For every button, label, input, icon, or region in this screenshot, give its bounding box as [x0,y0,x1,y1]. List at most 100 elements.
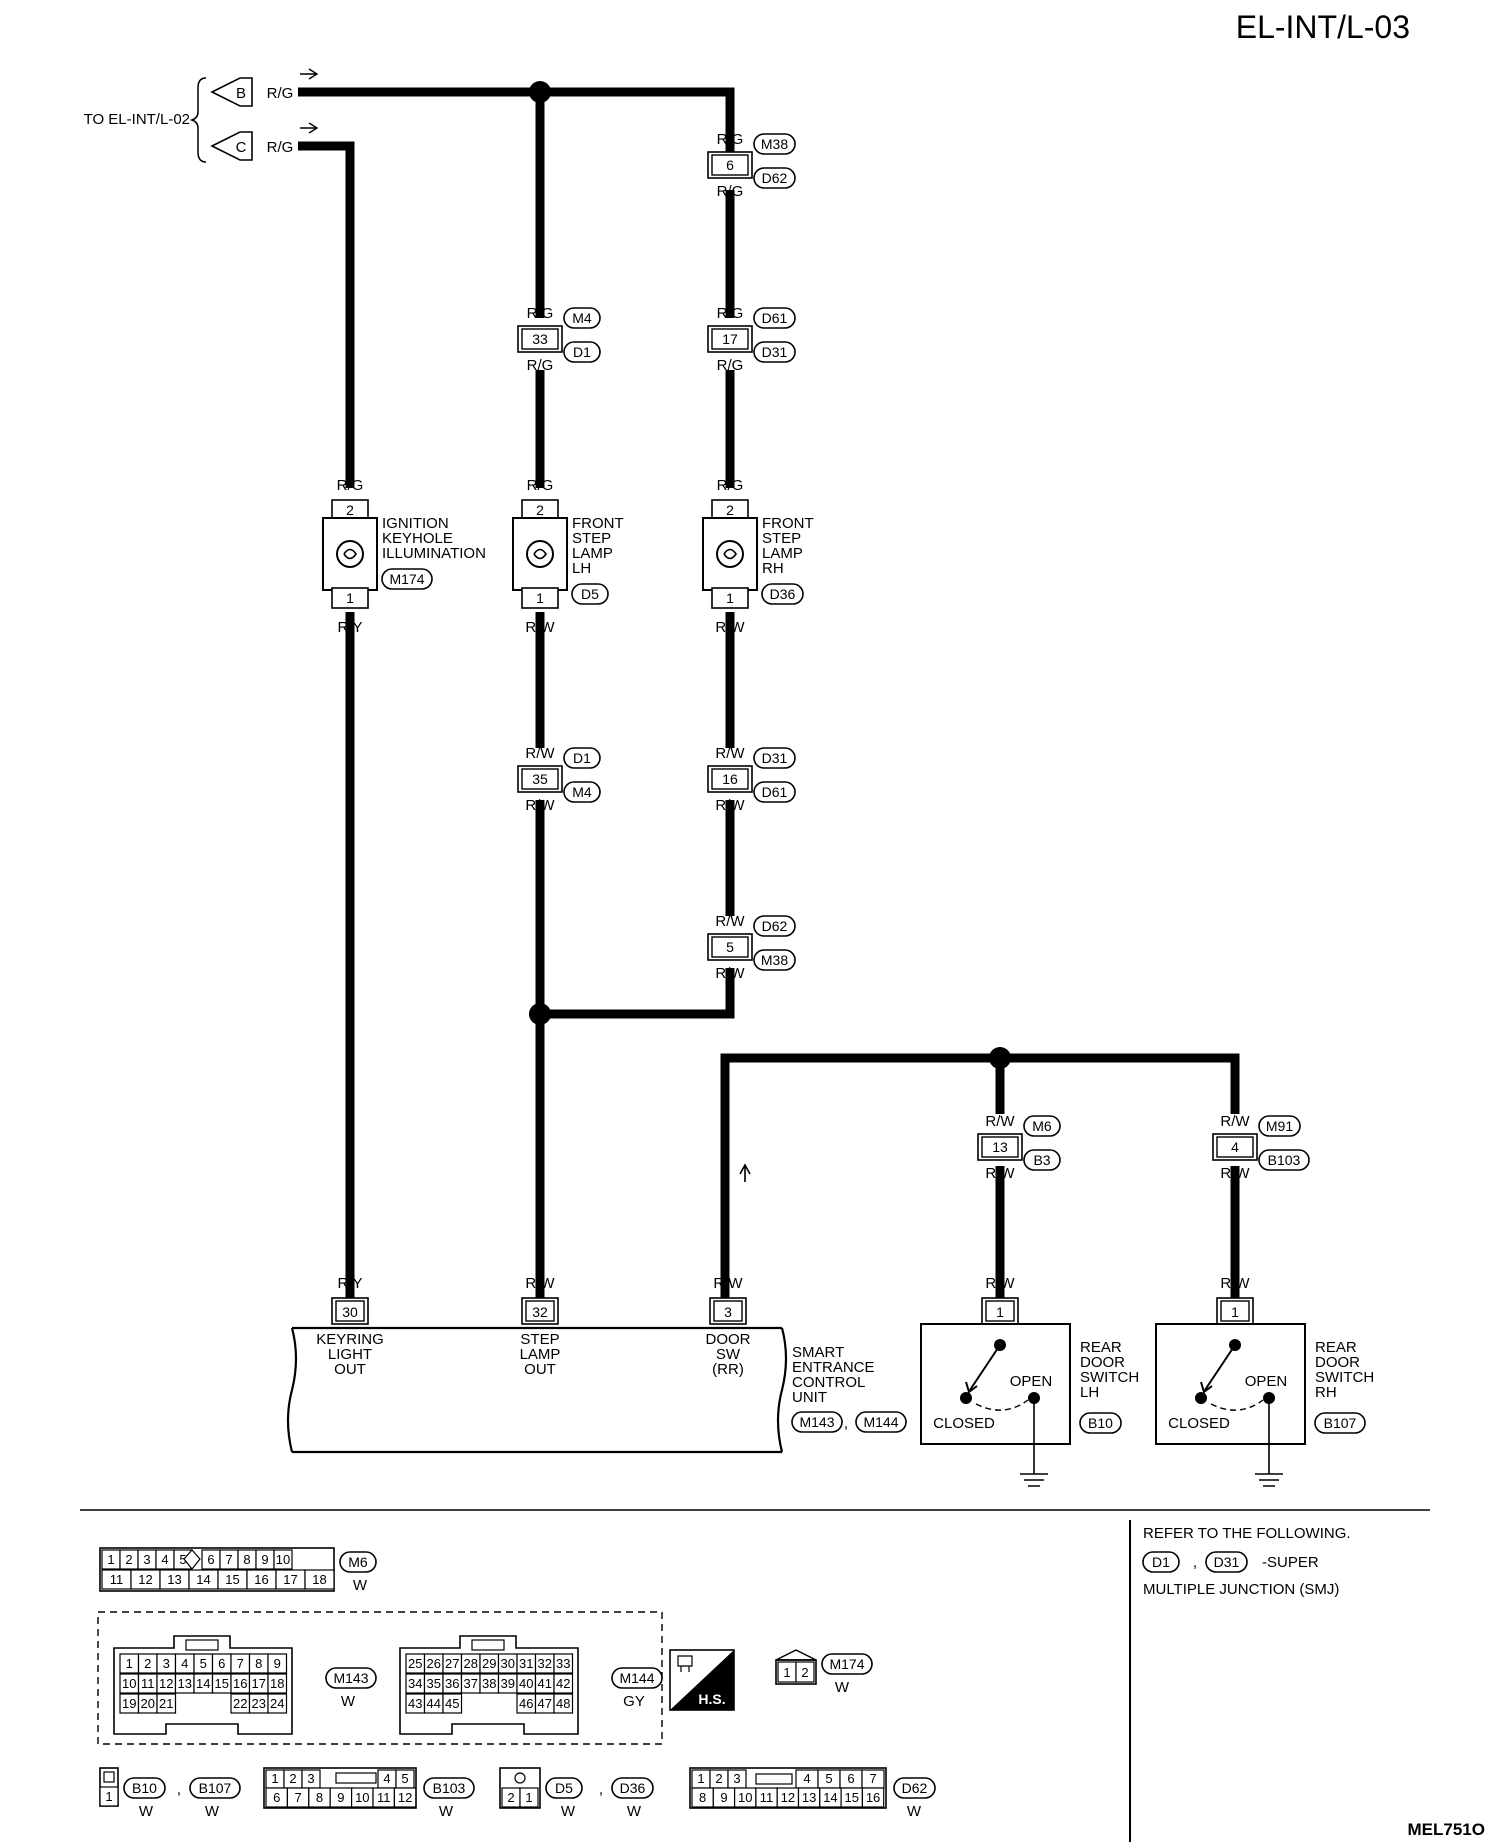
connector-tag-outline [753,307,796,329]
pin-number: 2 [726,502,734,518]
ref-flag [210,77,253,107]
connector-tag: D5 [555,1780,573,1796]
signal-arrow [300,68,319,80]
face-cell [553,1653,574,1674]
lamp-label: LAMP [762,545,803,562]
face-cell [267,1693,288,1714]
connector-tag-outline [1142,1551,1180,1573]
connector-tag-outline [761,583,804,605]
face-pin: 45 [445,1696,459,1711]
hs-badge-fill [670,1650,734,1710]
face-pin: 1 [271,1771,278,1786]
face-pin: 5 [825,1771,832,1786]
connector-tag-outline [1023,1149,1061,1171]
face-pin: 44 [427,1696,441,1711]
face-pin: 41 [538,1676,552,1691]
face-pin: 5 [401,1771,408,1786]
pin-box [711,587,749,609]
switch-arrow [1200,1381,1213,1394]
pin-number: 17 [722,331,738,347]
connector-tag: D62 [762,918,788,934]
lamp-label: LAMP [572,545,613,562]
face-pin: 35 [427,1676,441,1691]
wire-color-label: R/W [985,1165,1015,1182]
face-pin: 12 [398,1790,412,1805]
control-unit-label: UNIT [792,1389,827,1406]
face-pin: 2 [715,1771,722,1786]
wire-door-sw [720,1053,1240,1298]
face-latch [335,1772,377,1784]
face-pin: 13 [178,1676,192,1691]
pin-number: 6 [726,157,734,173]
face-cell [553,1673,574,1694]
wire-color-code: GY [623,1693,645,1710]
junction-dot [529,1003,551,1025]
face-pin: 31 [519,1656,533,1671]
face-cell [795,1661,815,1683]
face-cell [519,1787,539,1808]
pin-number: 3 [724,1304,732,1320]
ground-symbol [1020,1473,1048,1487]
connector-tag-outline [753,167,796,189]
hs-label: H.S. [698,1691,725,1707]
wire-color-code: W [561,1803,576,1820]
face-pin: 10 [122,1676,136,1691]
pin-box [711,936,749,958]
pin-box [713,1300,743,1322]
face-pin: 2 [289,1771,296,1786]
switch-closed-label: CLOSED [1168,1415,1230,1432]
face-pin: 40 [519,1676,533,1691]
face-pin: 46 [519,1696,533,1711]
face-cell [393,1787,417,1808]
wire-b-top [298,87,735,152]
face-pin: 7 [225,1552,232,1567]
face-pin: 10 [738,1790,752,1805]
face-pin: 9 [274,1656,281,1671]
face-cell [442,1693,463,1714]
pin-box [521,768,559,790]
wire-color-label: R/W [1220,1113,1250,1130]
face-pin: 33 [556,1656,570,1671]
wire-color-label: R/W [525,745,555,762]
connector-tag: M144 [863,1414,898,1430]
wire-color-label: R/W [715,913,745,930]
ref-letter: B [236,85,246,102]
wire-color-code: W [439,1803,454,1820]
face-pin: 15 [225,1572,239,1587]
face-latch [471,1639,505,1651]
connector-tag: M144 [619,1670,654,1686]
refer-text: MULTIPLE JUNCTION (SMJ) [1143,1581,1339,1598]
connector-tag: D1 [573,750,591,766]
pin-number: 1 [1231,1304,1239,1320]
connector-tag: M38 [761,136,788,152]
control-unit-label: SMART [792,1344,844,1361]
face-latch [514,1772,526,1784]
face-pin: 14 [196,1676,210,1691]
face-outline [689,1767,887,1809]
pin-number: 5 [726,939,734,955]
connector-tag-outline [753,341,796,363]
face-pin: 29 [482,1656,496,1671]
bulb-icon [716,540,744,568]
switch-label: LH [1080,1384,1099,1401]
face-pin: 11 [377,1790,391,1805]
lamp-label: IGNITION [382,515,449,532]
face-pin: 17 [252,1676,266,1691]
switch-label: RH [1315,1384,1337,1401]
connector-tag-outline [855,1411,907,1433]
connector-tag-outline [1258,1149,1310,1171]
lamp-label: RH [762,560,784,577]
wire-color-label: R/W [715,797,745,814]
lamp-label: FRONT [572,515,624,532]
face-pin: 6 [273,1790,280,1805]
terminal-label: LIGHT [328,1346,372,1363]
connector-tag: B107 [199,1780,232,1796]
face-pin: 7 [869,1771,876,1786]
face-pin: 19 [122,1696,136,1711]
face-cell [553,1693,574,1714]
control-unit-label: CONTROL [792,1374,865,1391]
face-pin: 8 [699,1790,706,1805]
pin-box [981,1136,1019,1158]
connector-tag: B103 [1268,1152,1301,1168]
pin-number: 16 [722,771,738,787]
